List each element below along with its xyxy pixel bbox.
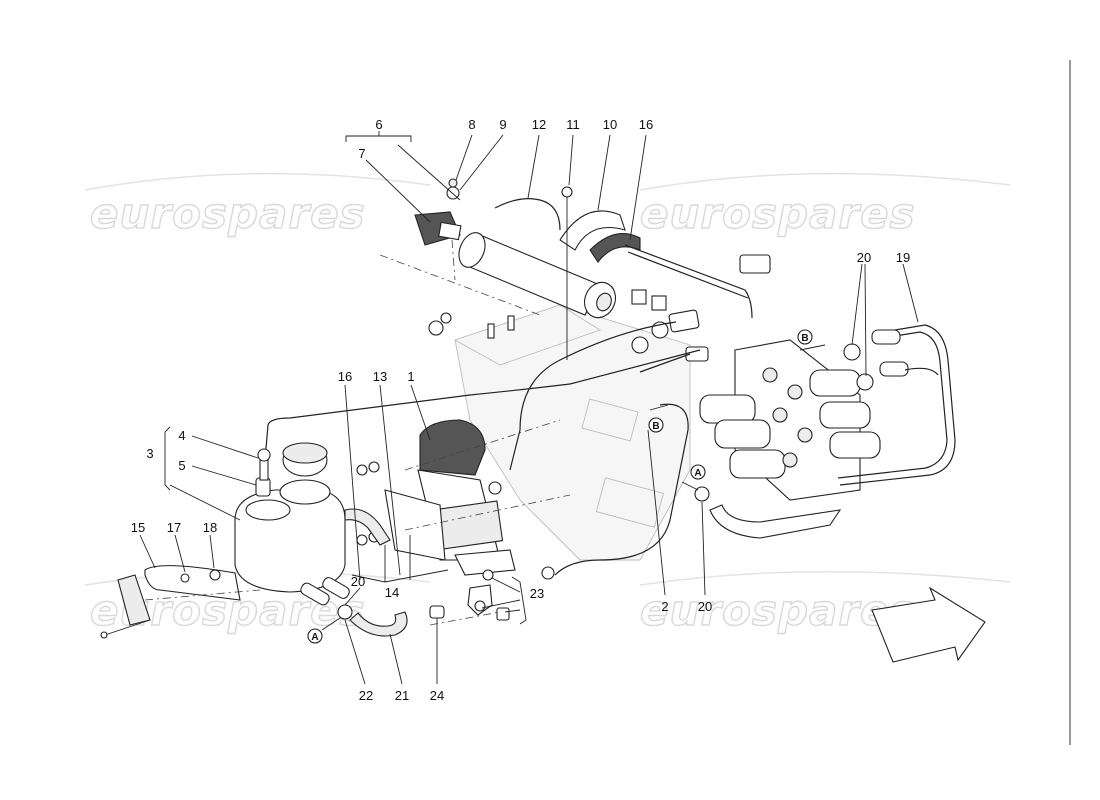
ref-marker-b-middle: B: [648, 404, 669, 433]
callout-20-bottom-left: 20: [344, 574, 365, 606]
callout-16-top: 16: [629, 117, 653, 241]
fluid-reservoir: [234, 442, 346, 593]
small-clips: [428, 254, 771, 354]
svg-text:B: B: [652, 421, 659, 432]
callout-10: 10: [597, 117, 617, 211]
watermark-top-right: eurospares: [639, 172, 1011, 239]
svg-text:17: 17: [167, 520, 181, 535]
ref-marker-b-top: B: [797, 329, 826, 351]
electrical-connectors: [509, 309, 709, 471]
svg-text:9: 9: [499, 117, 506, 132]
mounting-plate: [453, 304, 691, 561]
callout-2: 2: [647, 429, 669, 614]
callout-23: 23: [481, 576, 544, 625]
watermark-bottom-right: eurospares: [639, 570, 1011, 636]
svg-text:13: 13: [373, 369, 387, 384]
callout-20-top: 20: [851, 250, 871, 377]
pressure-pipe-2: [554, 403, 689, 576]
callout-21: 21: [389, 633, 409, 703]
callout-4: 4: [178, 428, 259, 459]
svg-text:16: 16: [338, 369, 352, 384]
callout-3: 3: [146, 426, 171, 491]
callout-19: 19: [896, 250, 919, 323]
pressure-line-16: [624, 244, 753, 319]
sensor-wire: [494, 198, 561, 231]
watermark-top-left: eurospares: [84, 172, 431, 239]
svg-text:10: 10: [603, 117, 617, 132]
hydraulic-pipe-19: [837, 324, 956, 486]
reservoir-outlets: [300, 577, 445, 637]
svg-text:14: 14: [385, 585, 399, 600]
pump-fittings: [467, 569, 510, 621]
callout-20-bottom-right: 20: [698, 501, 712, 614]
svg-text:8: 8: [468, 117, 475, 132]
reservoir-strap: [100, 565, 241, 639]
svg-text:6: 6: [375, 117, 382, 132]
valve-block: [699, 339, 881, 501]
svg-text:24: 24: [430, 688, 444, 703]
svg-text:12: 12: [532, 117, 546, 132]
svg-text:3: 3: [146, 446, 153, 461]
callout-16-left: 16: [338, 369, 361, 581]
svg-text:1: 1: [407, 369, 414, 384]
callout-6: 6: [345, 117, 461, 201]
svg-text:19: 19: [896, 250, 910, 265]
svg-text:21: 21: [395, 688, 409, 703]
svg-text:2: 2: [661, 599, 668, 614]
svg-text:20: 20: [857, 250, 871, 265]
svg-text:11: 11: [566, 117, 580, 132]
pipe-2-fitting: [541, 566, 555, 580]
svg-text:20: 20: [698, 599, 712, 614]
ref-marker-a-left: A: [307, 617, 341, 644]
svg-text:23: 23: [530, 586, 544, 601]
callout-24: 24: [430, 618, 444, 703]
svg-text:15: 15: [131, 520, 145, 535]
callout-14: 14: [351, 535, 449, 600]
svg-text:eurospares: eurospares: [640, 189, 916, 238]
callout-11: 11: [566, 117, 580, 186]
corrugated-hose: [694, 486, 842, 539]
callout-12: 12: [527, 117, 546, 199]
svg-text:22: 22: [359, 688, 373, 703]
svg-text:16: 16: [639, 117, 653, 132]
svg-text:B: B: [801, 333, 808, 344]
svg-text:7: 7: [358, 146, 365, 161]
reservoir-wire: [264, 349, 701, 461]
svg-text:eurospares: eurospares: [90, 189, 366, 238]
svg-text:eurospares: eurospares: [640, 586, 916, 635]
callout-22: 22: [344, 619, 373, 703]
pressure-accumulator: [458, 232, 617, 319]
assembly-center-lines: [144, 239, 571, 626]
direction-arrow: [871, 586, 986, 663]
svg-text:A: A: [311, 632, 318, 643]
callout-9: 9: [459, 117, 507, 191]
svg-text:20: 20: [351, 574, 365, 589]
callout-7: 7: [358, 146, 431, 223]
svg-text:18: 18: [203, 520, 217, 535]
callout-18: 18: [203, 520, 217, 569]
hose-16: [344, 508, 391, 546]
pressure-sensor: [414, 178, 462, 246]
callout-1: 1: [407, 369, 431, 441]
svg-text:5: 5: [178, 458, 185, 473]
pressure-line-16b: [627, 251, 749, 299]
callout-3-leader: [169, 484, 241, 521]
callout-17: 17: [167, 520, 186, 573]
ref-marker-a-right: A: [681, 464, 706, 491]
callout-5: 5: [178, 458, 257, 486]
callout-13: 13: [373, 369, 401, 576]
svg-text:A: A: [694, 468, 701, 479]
accumulator-strap: [559, 186, 641, 360]
callout-8: 8: [455, 117, 476, 181]
callout-15: 15: [131, 520, 156, 569]
svg-text:4: 4: [178, 428, 185, 443]
